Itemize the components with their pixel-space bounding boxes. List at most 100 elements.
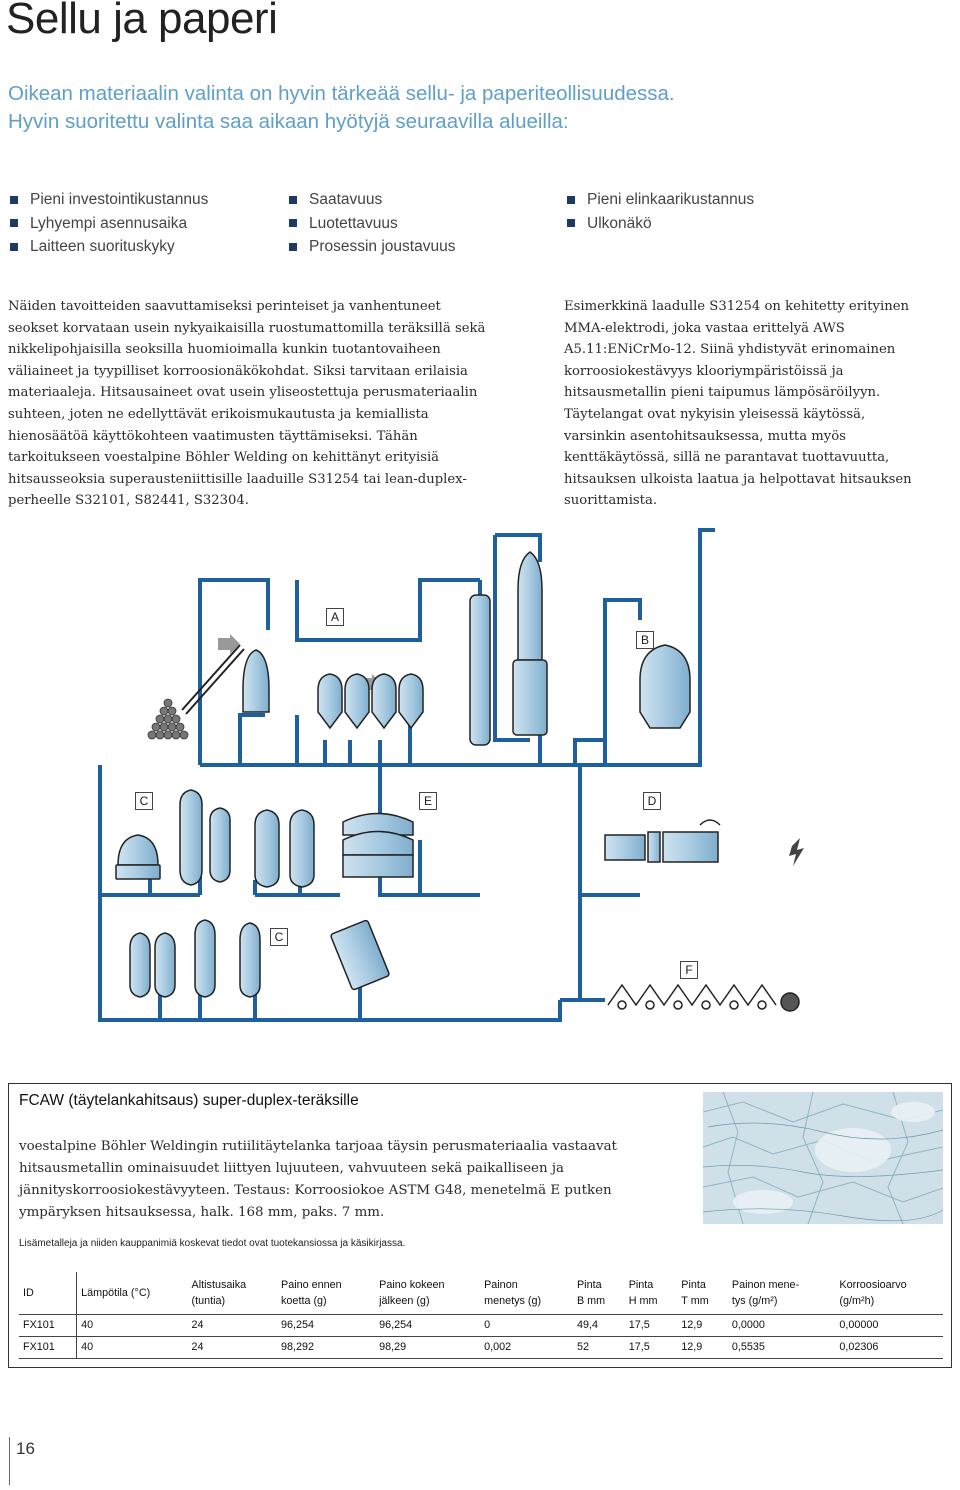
table-cell: 17,5 bbox=[624, 1336, 678, 1359]
body-text-left: Näiden tavoitteiden saavuttamiseksi peri… bbox=[8, 296, 485, 512]
text-line: materiaaleja. Hitsausaineet ovat usein y… bbox=[8, 385, 478, 401]
table-cell: 96,254 bbox=[375, 1314, 481, 1337]
text-line: hitsausmetallin ominaisuudet liittyen lu… bbox=[19, 1161, 564, 1176]
page-number-rule bbox=[9, 1437, 10, 1485]
text-line: väliaineet ja tyypilliset korroosionäkök… bbox=[8, 363, 468, 379]
diagram-label-c: C bbox=[270, 928, 288, 946]
arrow-icon bbox=[218, 634, 240, 654]
benefits-column-1: Pieni investointikustannus Lyhyempi asen… bbox=[10, 188, 208, 259]
intro-line: Oikean materiaalin valinta on hyvin tärk… bbox=[8, 82, 675, 105]
benefit-item: Ulkonäkö bbox=[567, 212, 754, 236]
bullet-icon bbox=[10, 242, 18, 251]
pipe-network bbox=[98, 528, 715, 1022]
table-cell: 12,9 bbox=[677, 1314, 728, 1337]
bullet-icon bbox=[567, 219, 575, 228]
diagram-label-d: D bbox=[643, 792, 661, 810]
benefit-item: Pieni elinkaarikustannus bbox=[567, 188, 754, 212]
table-cell: 12,9 bbox=[677, 1336, 728, 1359]
text-line: voestalpine Böhler Weldingin rutiilitäyt… bbox=[19, 1139, 617, 1154]
bullet-icon bbox=[567, 195, 575, 204]
bullet-icon bbox=[289, 219, 297, 228]
chip-pile bbox=[147, 698, 189, 740]
intro-line: Hyvin suoritettu valinta saa aikaan hyöt… bbox=[8, 110, 569, 133]
conveyor bbox=[181, 644, 245, 715]
column-header: Korroosioarvo(g/m²h) bbox=[835, 1272, 943, 1315]
process-diagram bbox=[98, 528, 804, 1022]
table-cell: 52 bbox=[572, 1336, 625, 1359]
text-line: tarkoitukseen voestalpine Böhler Welding… bbox=[8, 450, 440, 466]
text-line: A5.11:ENiCrMo-12. Siinä yhdistyvät erino… bbox=[564, 342, 896, 358]
table-row: FX101 40 24 96,254 96,254 0 49,4 17,5 12… bbox=[19, 1314, 943, 1337]
table-cell: 24 bbox=[187, 1336, 278, 1359]
fcaw-description: voestalpine Böhler Weldingin rutiilitäyt… bbox=[19, 1136, 617, 1224]
diagram-label-c: C bbox=[135, 792, 153, 810]
table-cell: 49,4 bbox=[572, 1314, 625, 1337]
text-line: hitsausseoksia superausteniittisille laa… bbox=[8, 471, 467, 487]
benefits-column-2: Saatavuus Luotettavuus Prosessin joustav… bbox=[289, 188, 455, 259]
fcaw-heading: FCAW (täytelankahitsaus) super-duplex-te… bbox=[19, 1092, 359, 1109]
benefit-item: Saatavuus bbox=[289, 188, 455, 212]
benefit-item: Pieni investointikustannus bbox=[10, 188, 208, 212]
fcaw-panel: FCAW (täytelankahitsaus) super-duplex-te… bbox=[8, 1083, 952, 1368]
text-line: korroosiokestävyys klooriympäristöissä j… bbox=[564, 363, 844, 379]
micrograph-image bbox=[703, 1092, 943, 1224]
table-cell: 0 bbox=[480, 1314, 573, 1337]
equipment bbox=[115, 551, 721, 998]
table-cell: 98,292 bbox=[277, 1336, 376, 1359]
table-cell: 24 bbox=[187, 1314, 278, 1337]
table-cell: 96,254 bbox=[277, 1314, 376, 1337]
paper-machine bbox=[607, 983, 800, 1012]
text-line: seokset korvataan usein nykyaikaisilla r… bbox=[8, 320, 486, 336]
text-line: Esimerkkinä laadulle S31254 on kehitetty… bbox=[564, 299, 910, 314]
table-cell: 40 bbox=[76, 1314, 188, 1337]
text-line: perheelle S32101, S82441, S32304. bbox=[8, 493, 250, 509]
table-cell: 17,5 bbox=[624, 1314, 678, 1337]
column-header: ID bbox=[19, 1272, 78, 1315]
table-header-row: ID Lämpötila (°C) Altistusaika(tuntia) P… bbox=[19, 1272, 943, 1315]
table-cell: 0,5535 bbox=[727, 1336, 836, 1359]
text-line: nikkelipohjaisilla seoksilla huomioimall… bbox=[8, 342, 441, 358]
bullet-icon bbox=[289, 242, 297, 251]
table-cell: 0,02306 bbox=[835, 1336, 943, 1359]
corrosion-test-table: ID Lämpötila (°C) Altistusaika(tuntia) P… bbox=[19, 1272, 943, 1359]
text-line: suhteen, joten ne edellyttävät erikoismu… bbox=[8, 406, 429, 422]
text-line: Näiden tavoitteiden saavuttamiseksi peri… bbox=[8, 299, 441, 314]
table-cell: 98,29 bbox=[375, 1336, 481, 1359]
table-cell: 0,00000 bbox=[835, 1314, 943, 1337]
bullet-icon bbox=[289, 195, 297, 204]
column-header: Altistusaika(tuntia) bbox=[187, 1272, 278, 1315]
diagram-label-f: F bbox=[680, 961, 698, 979]
text-line: ympäryksen hitsauksessa, halk. 168 mm, p… bbox=[19, 1205, 385, 1220]
table-cell: 0,0000 bbox=[727, 1314, 836, 1337]
intro-text: Oikean materiaalin valinta on hyvin tärk… bbox=[8, 80, 948, 136]
text-line: suorittamista. bbox=[564, 493, 658, 509]
column-header: Lämpötila (°C) bbox=[76, 1272, 188, 1315]
column-header: Painon mene-tys (g/m²) bbox=[727, 1272, 836, 1315]
table-cell: 0,002 bbox=[480, 1336, 573, 1359]
benefit-item: Luotettavuus bbox=[289, 212, 455, 236]
bullet-icon bbox=[10, 219, 18, 228]
benefit-item: Prosessin joustavuus bbox=[289, 235, 455, 259]
table-cell: FX101 bbox=[19, 1336, 78, 1359]
table-row: FX101 40 24 98,292 98,29 0,002 52 17,5 1… bbox=[19, 1336, 943, 1359]
text-line: hitsauksen ulkoista laatua ja helpottava… bbox=[564, 471, 912, 487]
bullet-icon bbox=[10, 195, 18, 204]
text-line: Täytelangat ovat nykyisin yleisessä käyt… bbox=[564, 406, 866, 422]
benefit-item: Laitteen suorituskyky bbox=[10, 235, 208, 259]
fcaw-note: Lisämetalleja ja niiden kauppanimiä kosk… bbox=[19, 1238, 406, 1249]
body-text-right: Esimerkkinä laadulle S31254 on kehitetty… bbox=[564, 296, 912, 512]
text-line: hitsausmetallin pieni taipumus lämpösärö… bbox=[564, 385, 881, 401]
table-cell: FX101 bbox=[19, 1314, 78, 1337]
diagram-label-b: B bbox=[636, 631, 654, 649]
benefits-column-3: Pieni elinkaarikustannus Ulkonäkö bbox=[567, 188, 754, 235]
lightning-icon bbox=[789, 838, 804, 866]
text-line: MMA-elektrodi, joka vastaa erittelyä AWS bbox=[564, 320, 845, 336]
page-title: Sellu ja paperi bbox=[6, 0, 278, 43]
page-number: 16 bbox=[16, 1439, 35, 1458]
